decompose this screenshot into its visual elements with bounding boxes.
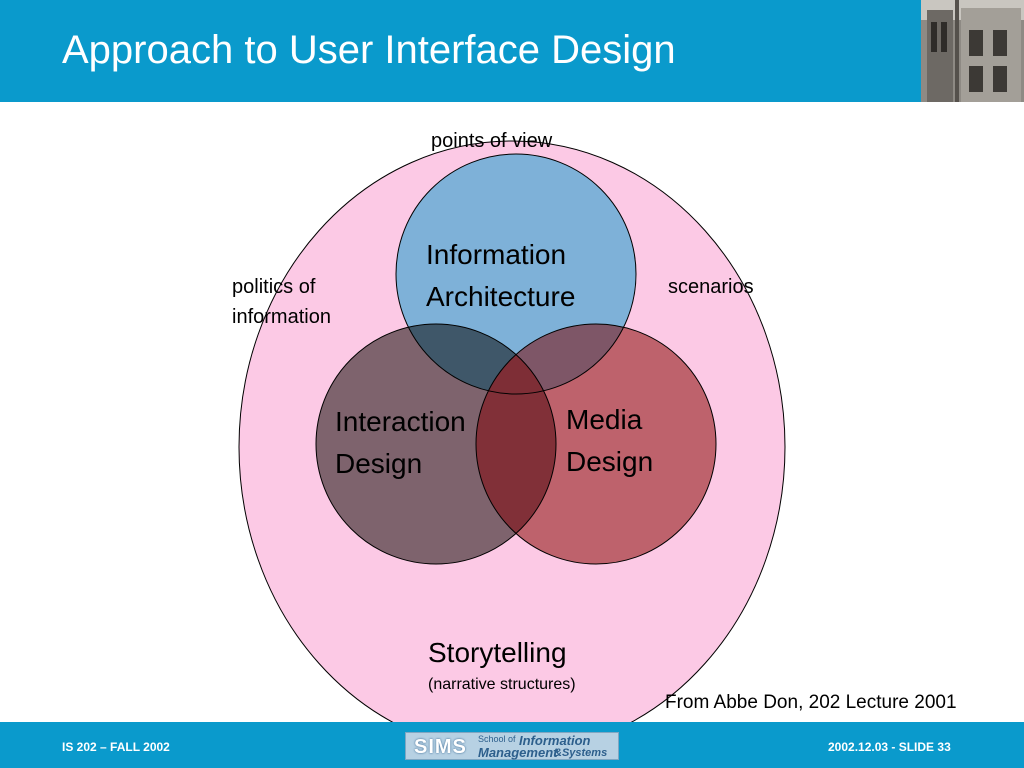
slide-number-label: 2002.12.03 - SLIDE 33 (828, 740, 951, 754)
md-label-line1: Media (566, 404, 643, 435)
logo-systems: &Systems (554, 747, 608, 759)
sims-logo: SIMS School of Information Management &S… (405, 732, 619, 760)
ia-label-line1: Information (426, 239, 567, 270)
politics-label-line1: politics of (232, 276, 316, 298)
id-label-line1: Interaction (335, 406, 466, 437)
logo-school-of: School of (478, 734, 516, 744)
scenarios-label: scenarios (668, 276, 754, 298)
course-label: IS 202 – FALL 2002 (62, 740, 170, 754)
storytelling-sublabel: (narrative structures) (428, 676, 576, 693)
media-design-label: Media Design (566, 399, 653, 483)
logo-information: Information (519, 733, 591, 748)
venn-svg (238, 140, 786, 754)
points-of-view-label: points of view (431, 130, 553, 152)
ia-label-line2: Architecture (426, 281, 576, 312)
venn-diagram: points of view politics of information s… (0, 102, 1024, 754)
overlap-all (476, 324, 556, 394)
logo-sims: SIMS (414, 736, 467, 758)
politics-label: politics of information (232, 272, 331, 332)
credit-text: From Abbe Don, 202 Lecture 2001 (665, 692, 957, 713)
building-photo (921, 0, 1024, 102)
information-architecture-label: Information Architecture (426, 234, 575, 318)
slide-title: Approach to User Interface Design (62, 28, 676, 72)
slide-header: Approach to User Interface Design (0, 0, 1024, 102)
id-label-line2: Design (335, 448, 423, 479)
politics-label-line2: information (232, 306, 331, 328)
interaction-design-label: Interaction Design (335, 401, 466, 485)
md-label-line2: Design (566, 446, 654, 477)
slide-footer: IS 202 – FALL 2002 SIMS School of Inform… (0, 722, 1024, 768)
logo-management: Management (478, 745, 558, 760)
storytelling-label: Storytelling (428, 637, 567, 668)
